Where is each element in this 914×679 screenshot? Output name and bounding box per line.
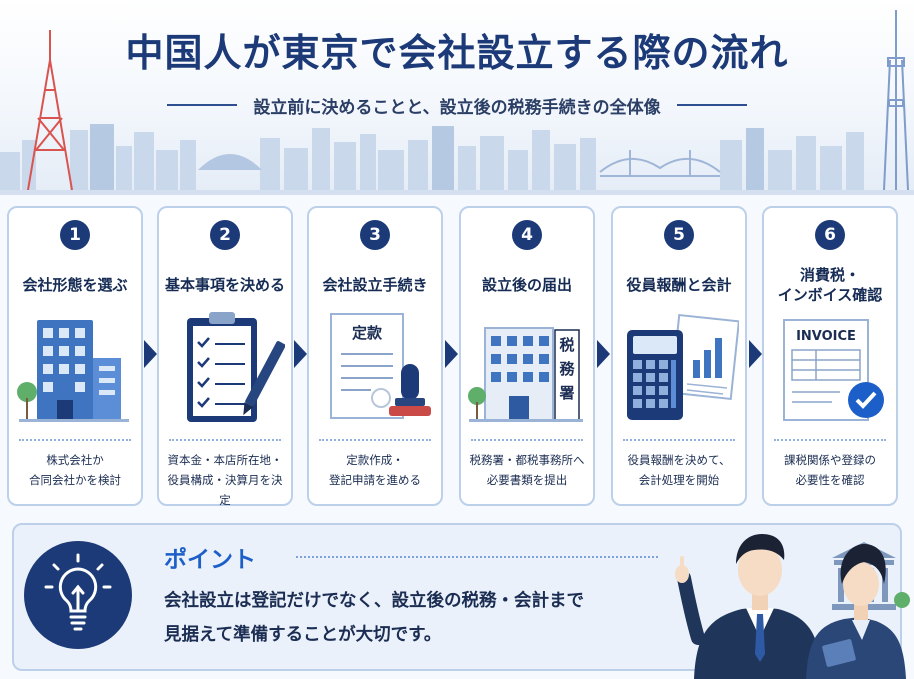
- tax-office-sign-char-2: 務: [559, 360, 575, 378]
- step-card-5: 5 役員報酬と会計 役員報酬を決めて、 会計処理を開始: [611, 206, 747, 506]
- step-description: 定款作成・ 登記申請を進める: [329, 453, 421, 488]
- lightbulb-badge: [24, 541, 132, 649]
- step-separator: [19, 439, 131, 441]
- step-title: 会社設立手続き: [322, 275, 428, 294]
- step-description: 株式会社か 合同会社かを検討: [29, 453, 121, 488]
- step-number: 5: [664, 220, 694, 250]
- step-title: 会社形態を選ぶ: [22, 275, 128, 294]
- step-number: 6: [815, 220, 845, 250]
- step-number: 3: [360, 220, 390, 250]
- page-subtitle: 設立前に決めることと、設立後の税務手続きの全体像: [253, 97, 661, 118]
- calculator-chart-icon: [627, 313, 739, 420]
- step-card-3: 3 会社設立手続き 定款 定款作成・ 登記申請を進める: [307, 206, 443, 506]
- subtitle-line-left: [167, 104, 238, 106]
- point-title-divider: [296, 556, 658, 558]
- step-description: 資本金・本店所在地・ 役員構成・決算月を決定: [167, 453, 283, 508]
- tax-office-sign-char-3: 署: [558, 384, 574, 402]
- page-title: 中国人が東京で会社設立する際の流れ: [125, 31, 789, 75]
- invoice-check-icon: INVOICE: [783, 319, 884, 421]
- subtitle-line-right: [676, 104, 747, 106]
- step-title: 基本事項を決める: [164, 275, 285, 294]
- step-number: 1: [60, 220, 90, 250]
- step-card-4: 4 設立後の届出 税 務 署 税務署・都税事務所へ 必要書類を提出: [459, 206, 595, 506]
- step-title: 設立後の届出: [481, 275, 572, 294]
- step-number: 4: [512, 220, 542, 250]
- step-description: 役員報酬を決めて、 会計処理を開始: [627, 453, 731, 488]
- invoice-label: INVOICE: [796, 329, 856, 344]
- step-card-6: 6 消費税・ インボイス確認 INVOICE 課税関係や登録の 必要性を確認: [762, 206, 898, 506]
- step-number: 2: [210, 220, 240, 250]
- step-separator: [471, 439, 583, 441]
- document-title-text: 定款: [352, 324, 383, 342]
- clipboard-checklist-icon: [187, 312, 285, 422]
- step-description: 課税関係や登録の 必要性を確認: [784, 453, 876, 488]
- subtitle-row: 設立前に決めることと、設立後の税務手続きの全体像: [0, 92, 914, 118]
- point-title: ポイント: [164, 547, 256, 573]
- step-card-2: 2 基本事項を決める 資本金・本店所在地・ 役員構成・決算月を決定: [157, 206, 293, 507]
- step-separator: [623, 439, 735, 441]
- point-text: 会社設立は登記だけでなく、設立後の税務・会計まで 見据えて準備することが大切です…: [164, 591, 584, 646]
- step-separator: [774, 439, 886, 441]
- document-seal-icon: 定款: [330, 313, 431, 419]
- tokyo-skyline-illustration: [0, 10, 914, 195]
- step-separator: [319, 439, 431, 441]
- tax-office-sign-char-1: 税: [559, 336, 574, 354]
- flow-arrow-3-4: [445, 340, 458, 368]
- business-people-icon: [675, 534, 910, 679]
- step-card-1: 1 会社形態を選ぶ 株式会社か 合同会社かを検討: [7, 206, 143, 506]
- step-title: 消費税・ インボイス確認: [777, 265, 883, 304]
- flow-arrow-2-3: [294, 340, 307, 368]
- tax-office-building-icon: 税 務 署: [468, 327, 583, 422]
- step-separator: [169, 439, 281, 441]
- flow-arrow-1-2: [144, 340, 157, 368]
- flow-arrow-4-5: [597, 340, 610, 368]
- flow-arrow-5-6: [749, 340, 762, 368]
- step-title: 役員報酬と会計: [626, 275, 732, 294]
- lightbulb-icon: [44, 553, 112, 631]
- office-building-icon: [17, 320, 129, 422]
- step-description: 税務署・都税事務所へ 必要書類を提出: [469, 453, 585, 488]
